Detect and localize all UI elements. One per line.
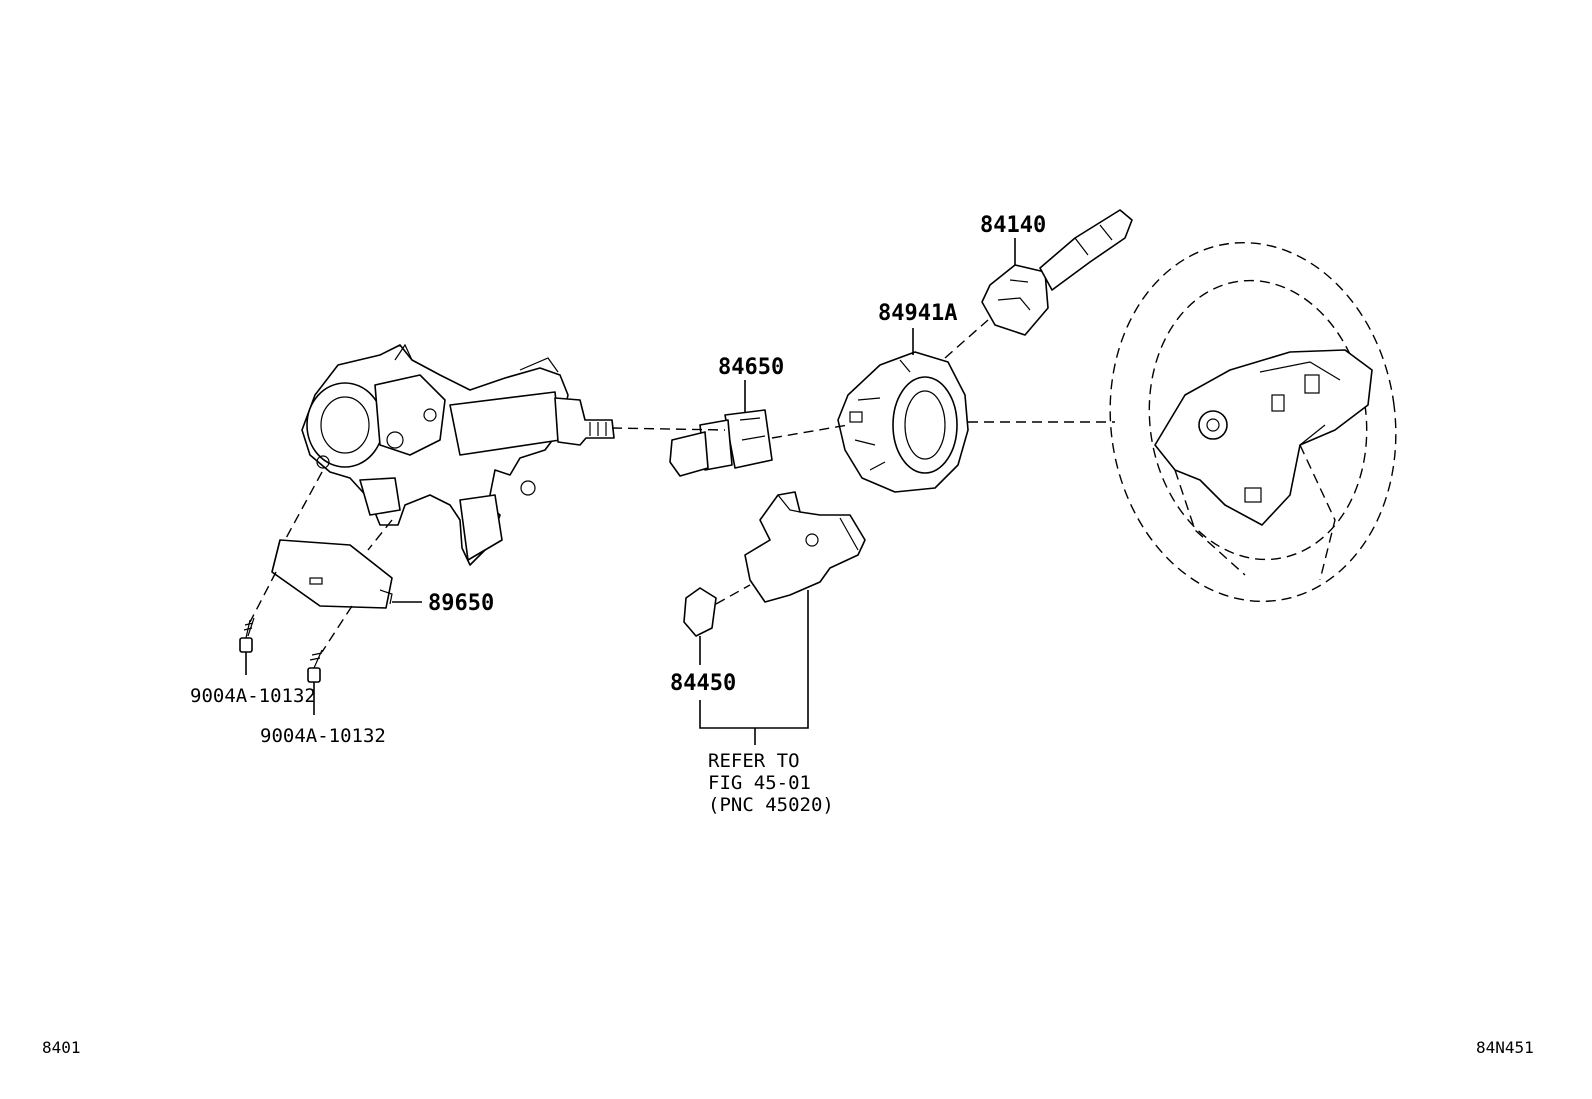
refer-note-line-2: FIG 45-01 [708,772,811,794]
callout-bolt-1: 9004A-10132 [190,685,316,707]
callout-84450: 84450 [670,671,736,696]
callout-89650: 89650 [428,591,494,616]
callout-84650: 84650 [718,355,784,380]
module-89650 [271,539,393,609]
footer-left-code: 8401 [42,1038,81,1057]
steering-column-assembly [301,343,615,566]
steering-wheel [1109,241,1397,603]
refer-note-line-3: (PNC 45020) [708,794,834,816]
callout-bolt-2: 9004A-10132 [260,725,386,747]
footer-right-code: 84N451 [1476,1038,1534,1057]
switch-84650 [669,409,773,477]
refer-note-line-1: REFER TO [708,750,800,772]
spiral-cable-84941A [837,351,969,493]
callout-84941A: 84941A [878,301,957,326]
ignition-switch-assembly [683,491,866,637]
bolt-right [307,649,323,683]
switch-84140 [981,209,1133,336]
bolt-left [239,617,255,653]
leader-lines [245,238,1016,745]
assembly-lines [249,319,1115,653]
callout-84140: 84140 [980,213,1046,238]
